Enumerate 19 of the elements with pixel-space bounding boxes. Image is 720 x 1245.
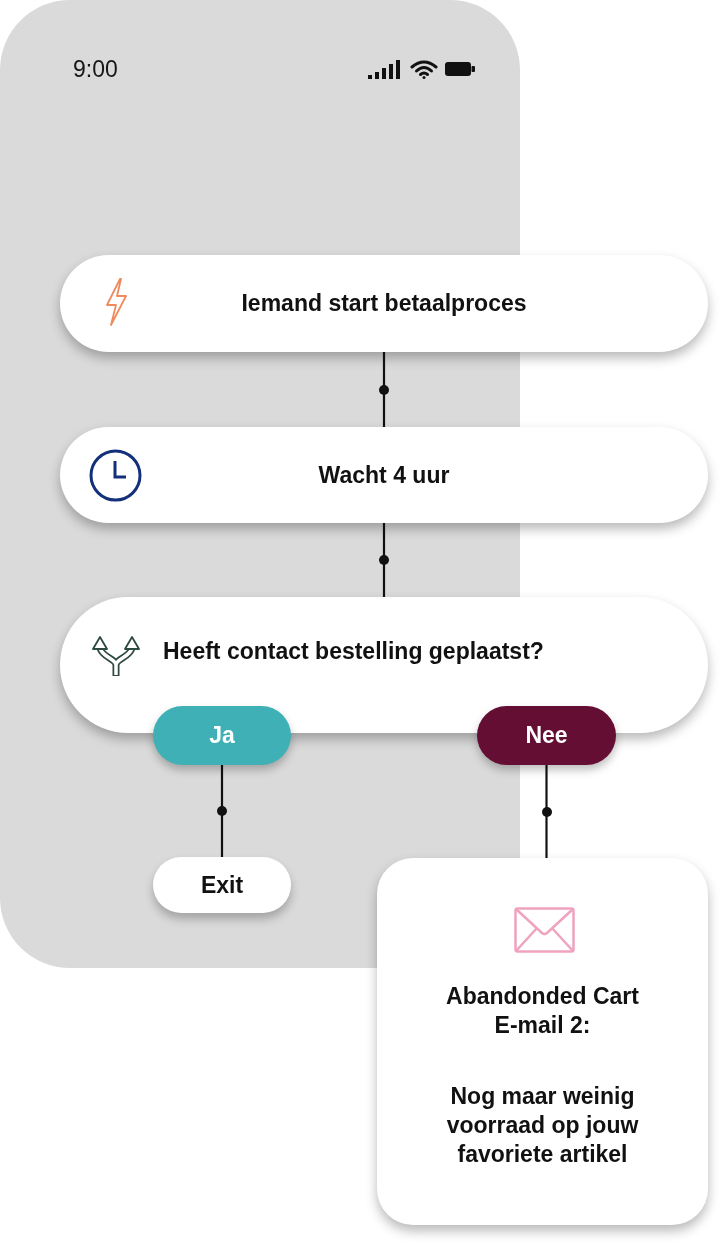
- exit-pill: [153, 857, 291, 913]
- connector-line: [545, 765, 548, 858]
- step-label: Iemand start betaalproces: [241, 292, 527, 315]
- status-bar-time: 9:00: [73, 55, 118, 83]
- connector-line: [220, 765, 224, 857]
- yes-branch-pill: [153, 706, 291, 765]
- email-title: Abandonded Cart E-mail 2:: [445, 982, 640, 1040]
- connector-line: [382, 523, 386, 597]
- email-body: Nog maar weinig voorraad op jouw favoriete artikel: [445, 1082, 640, 1169]
- branch-label: Nee: [525, 724, 568, 747]
- no-branch-pill: [477, 706, 616, 765]
- trigger-step-pill: [60, 255, 708, 352]
- step-label: Wacht 4 uur: [318, 463, 450, 487]
- connector-line: [382, 352, 386, 427]
- wait-step-pill: [60, 427, 708, 523]
- email-card: [377, 858, 708, 1225]
- condition-label: Heeft contact bestelling geplaatst?: [163, 640, 544, 663]
- exit-label: Exit: [200, 873, 244, 897]
- branch-label: Ja: [209, 724, 235, 747]
